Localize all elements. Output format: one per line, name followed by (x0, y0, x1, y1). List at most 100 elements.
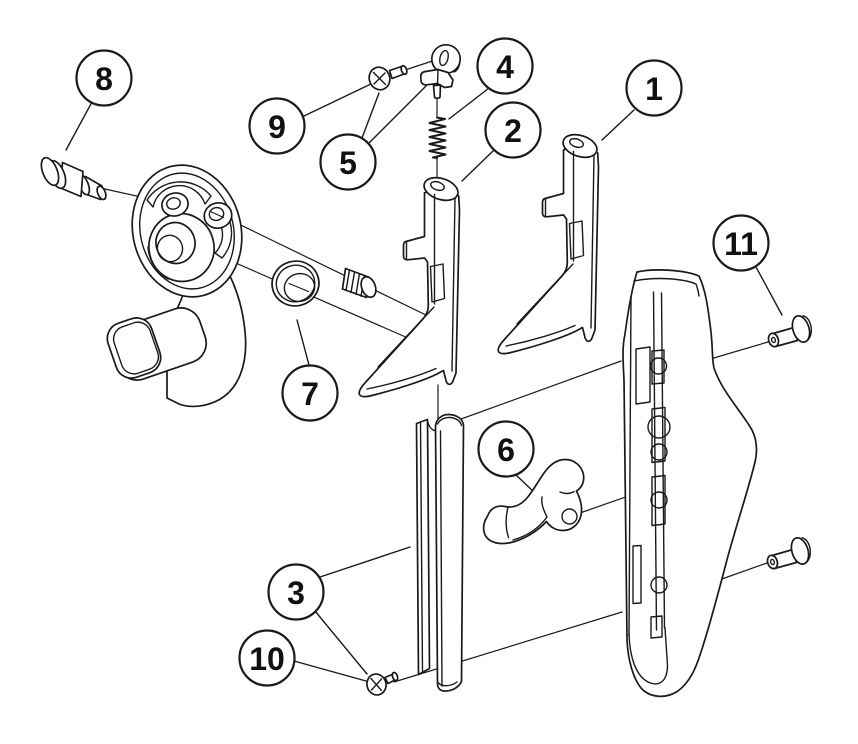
callout-1-circle (625, 59, 683, 117)
screw-plate-bottom-line (393, 611, 623, 683)
bar-tube-highlight (439, 430, 443, 687)
interior-handle (106, 164, 247, 408)
rivet-axis-upper (711, 341, 769, 360)
callout-7-circle (281, 364, 339, 422)
bracket-inner-right (451, 197, 456, 372)
exterior-handle-outline (622, 269, 758, 698)
bar-back-wall (415, 418, 431, 676)
callout-11-number: 11 (724, 226, 758, 262)
bushing-axis-segment (288, 282, 310, 293)
plate-tab (650, 615, 663, 639)
leader-3b (314, 610, 368, 675)
callout-4: 4 (476, 37, 534, 95)
leader-4 (448, 87, 490, 120)
handle-grip-endcap-inner (112, 321, 160, 375)
rivet-tip (767, 332, 780, 348)
bracket-cap-hole (430, 180, 445, 192)
keeper-hole (439, 49, 449, 67)
lever-pad-edge (505, 506, 510, 539)
threaded-plug (341, 267, 377, 299)
bracket-shape (358, 176, 461, 398)
callout-6: 6 (477, 420, 535, 478)
leader-1 (601, 109, 635, 141)
leader-11 (755, 266, 783, 316)
bracket-window (429, 263, 446, 303)
keeper (419, 43, 462, 100)
keeper-arm-fold (436, 69, 439, 85)
callout-8-number: 8 (95, 61, 113, 97)
handle-cap-inner (633, 277, 700, 297)
bracket-foot-inner-diag (377, 306, 435, 368)
callout-10: 10 (238, 629, 296, 687)
keeper-tail (432, 84, 442, 100)
leader-9 (303, 82, 374, 117)
callout-2-number: 2 (504, 113, 522, 149)
callout-6-circle (477, 420, 535, 478)
callout-5-circle (319, 133, 377, 191)
plate-channel-3 (651, 474, 666, 527)
handle-axis-line-upper (217, 213, 429, 317)
leader-7 (296, 319, 310, 366)
lever-inner-sweep (512, 496, 548, 541)
pin-head (40, 156, 60, 187)
screw-top-tip (400, 64, 408, 76)
callout-7: 7 (281, 364, 339, 422)
callout-5-number: 5 (339, 145, 357, 181)
callout-1-number: 1 (645, 71, 663, 107)
screw-top-slot-2 (373, 72, 386, 85)
plate-boss-4 (650, 491, 668, 509)
callout-9: 9 (248, 97, 306, 155)
rivet-axis-lower (718, 562, 768, 581)
bar-back-wall-edge (419, 422, 424, 673)
callout-5: 5 (319, 133, 377, 191)
rivet-lower (765, 534, 813, 571)
plate-boss-3 (650, 443, 668, 461)
callout-3-number: 3 (287, 575, 305, 611)
callout-10-circle (238, 629, 296, 687)
plate-bottom-inner (628, 627, 669, 685)
pivot-pin (40, 156, 107, 201)
leader-5a (361, 92, 380, 139)
callouts: 1 2 3 4 5 6 7 8 (75, 37, 770, 687)
callout-11-circle (712, 214, 770, 272)
leader-2 (461, 150, 494, 182)
plate-slot-tall (635, 346, 651, 405)
latch-lever (482, 458, 585, 545)
lever-hole (561, 508, 578, 525)
callout-1: 1 (625, 59, 683, 117)
bar-plate-top-line (449, 360, 622, 424)
callout-4-number: 4 (496, 49, 514, 85)
callout-8: 8 (75, 49, 133, 107)
pin-tip (96, 185, 107, 201)
bushing-bore (283, 272, 316, 303)
screw-bottom-slot-2 (370, 678, 383, 691)
rosette-slot-right (214, 221, 233, 259)
bracket-foot-inner (366, 367, 437, 390)
rosette-center-hole (155, 221, 196, 265)
lever-body (482, 458, 585, 545)
callout-3: 3 (267, 563, 325, 621)
bar-bottom-inner (437, 681, 458, 687)
callout-2: 2 (484, 101, 542, 159)
plug-thread-3 (355, 273, 361, 295)
bushing-outer (271, 260, 320, 307)
bracket-cap (423, 176, 459, 202)
leader-3a (316, 546, 411, 579)
bar-front-tube (434, 413, 465, 692)
rosette-hole-right (208, 206, 225, 222)
callout-2-circle (484, 101, 542, 159)
rosette-center-bore (156, 234, 184, 263)
rivet-tip-hole (770, 336, 777, 344)
callout-9-number: 9 (268, 109, 286, 145)
callout-11: 11 (712, 214, 770, 272)
leader-8 (65, 101, 93, 151)
screw-top (368, 64, 408, 91)
plug-endcap (360, 275, 377, 299)
leader-10 (293, 660, 367, 682)
callout-6-number: 6 (497, 432, 515, 468)
bushing (271, 260, 320, 307)
plug-thread-2 (350, 271, 356, 294)
plate-boss-5 (650, 576, 668, 594)
rosette-slot-top (146, 181, 212, 208)
